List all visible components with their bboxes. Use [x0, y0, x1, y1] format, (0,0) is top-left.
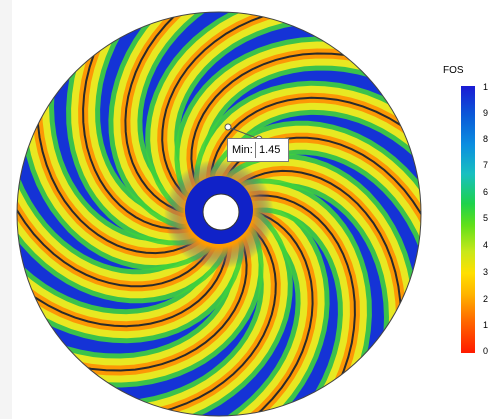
- impeller-blade-band: [240, 169, 403, 351]
- callout-divider: [255, 142, 256, 158]
- impeller-blades-group: [17, 12, 421, 416]
- legend-tick-label: 2: [483, 294, 489, 304]
- impeller-blade-band: [161, 12, 314, 198]
- impeller-blade-band: [35, 73, 198, 255]
- legend-tick-label: 4: [483, 240, 489, 250]
- impeller-blade-band: [250, 194, 356, 415]
- min-callout-leader: [227, 126, 260, 140]
- left-panel-edge: [0, 0, 12, 419]
- impeller-blade-band: [17, 165, 212, 288]
- min-location-marker: [224, 123, 232, 131]
- impeller-blade-band: [82, 12, 188, 230]
- legend-tick-label: 1: [483, 82, 489, 92]
- legend-tick-label: 7: [483, 160, 489, 170]
- impeller-disc: [17, 12, 421, 416]
- min-fos-callout[interactable]: Min: 1.45: [227, 138, 289, 162]
- impeller-blade-band: [222, 211, 314, 416]
- legend-color-bar: [461, 86, 475, 353]
- legend-tick-label: 5: [483, 213, 489, 223]
- legend-tick-label: 9: [483, 108, 489, 118]
- center-bore: [202, 193, 240, 231]
- impeller-blade-band: [210, 96, 421, 178]
- legend-tick-label: 1: [483, 320, 489, 330]
- callout-value: 1.45: [259, 144, 281, 156]
- impeller-blade-band: [124, 12, 216, 213]
- impeller-blade-band: [17, 246, 228, 328]
- disc-outline: [16, 11, 422, 417]
- impeller-blade-band: [44, 239, 248, 372]
- legend-tick-label: 8: [483, 134, 489, 144]
- impeller-blade-band: [190, 52, 394, 185]
- legend-tick-label: 3: [483, 267, 489, 277]
- legend-tick-label: 6: [483, 187, 489, 197]
- legend-title: FOS: [443, 65, 464, 76]
- legend-tick-label: 0: [483, 346, 489, 356]
- callout-label: Min:: [232, 144, 253, 156]
- impeller-blade-band: [124, 226, 277, 416]
